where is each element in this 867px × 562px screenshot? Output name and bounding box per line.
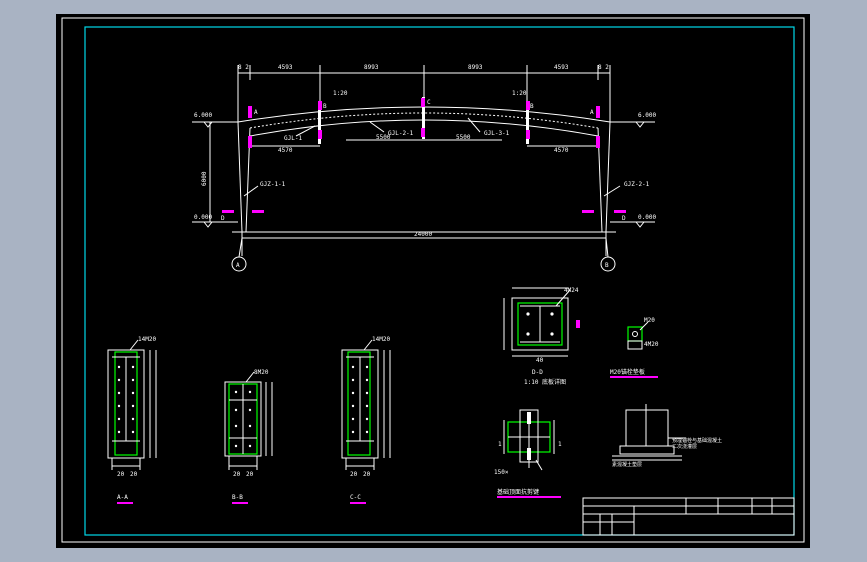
beam-label-mid: GJL-2-1 <box>388 130 414 137</box>
detail-dd-title: D-D <box>532 369 543 376</box>
grout-label: 素混凝土垫层 <box>612 461 642 468</box>
anchor-washer-note: 4M20 <box>644 341 659 348</box>
title-block <box>582 497 795 536</box>
section-cc-title: C-C <box>350 494 361 501</box>
column-label-right: GJZ-2-1 <box>624 181 650 188</box>
section-cc: C-C 14M20 20 20 <box>341 336 391 504</box>
cut-mark-a-left: A <box>254 109 258 116</box>
section-cc-dim-1: 20 <box>350 471 358 478</box>
axis-label-a: A <box>236 262 240 269</box>
anchor-washer-title: M20锚栓垫板 <box>610 368 645 376</box>
detail-dd-dim: 40 <box>536 357 544 364</box>
elevation-top-right: 6.000 <box>638 112 656 119</box>
top-dim-1: 4593 <box>278 64 293 71</box>
detail-dd-bolt: 4M24 <box>564 287 579 294</box>
elevation-base-left: 0.000 <box>194 214 212 221</box>
mid-dim-right: 5500 <box>456 134 471 141</box>
shear-key-label-a: 1 <box>498 441 502 448</box>
grout-note-1: 预埋锚栓与基础混凝土 <box>672 437 722 444</box>
shear-key-label-b: 1 <box>558 441 562 448</box>
splice-marks <box>318 97 529 144</box>
beam-label-left: GJL-1 <box>284 135 302 142</box>
section-aa: A-A 14M20 20 20 <box>107 336 157 504</box>
top-dim-2: 8993 <box>364 64 379 71</box>
axis-label-b: B <box>605 262 609 269</box>
section-bb: B-B 8M20 20 20 <box>224 369 273 504</box>
detail-grout: 预埋锚栓与基础混凝土 二次浇灌层 素混凝土垫层 <box>612 404 722 468</box>
detail-dd: D-D 1:10 底板详图 4M24 40 <box>503 287 580 386</box>
anchor-washer-spec: M20 <box>644 317 655 324</box>
cut-mark-b-right: B <box>530 103 534 110</box>
cut-mark-a-right: A <box>590 109 594 116</box>
detail-anchor-washer: M20锚栓垫板 M20 4M20 <box>610 317 659 378</box>
section-aa-bolt: 14M20 <box>138 336 156 343</box>
beam-label-right: GJL-3-1 <box>484 130 510 137</box>
cut-mark-c: C <box>427 99 431 106</box>
span-dim: 24000 <box>414 231 432 238</box>
end-dim-right: 8 2 <box>598 64 609 71</box>
section-aa-title: A-A <box>117 494 128 501</box>
elevation-top-left: 6.000 <box>194 112 212 119</box>
detail-shear-key: 基础顶面抗剪键 1 1 150× <box>494 409 562 498</box>
cut-mark-d-left: D <box>221 215 225 222</box>
top-dim-4: 4593 <box>554 64 569 71</box>
column-height-dim: 6000 <box>201 171 208 186</box>
section-aa-dim-2: 20 <box>130 471 138 478</box>
slope-label-right: 1:20 <box>512 90 527 97</box>
shear-key-title: 基础顶面抗剪键 <box>497 488 539 496</box>
detail-dd-subtitle: 1:10 底板详图 <box>524 378 566 386</box>
section-bb-title: B-B <box>232 494 243 501</box>
mid-dim-left: 5500 <box>376 134 391 141</box>
grout-note-2: 二次浇灌层 <box>672 443 697 450</box>
section-cc-bolt: 14M20 <box>372 336 390 343</box>
shear-key-note: 150× <box>494 469 509 476</box>
haunch-dim-right: 4570 <box>554 147 569 154</box>
inner-frame <box>84 26 795 536</box>
end-dim-left: 8 2 <box>238 64 249 71</box>
section-cut-marks <box>222 98 626 213</box>
section-bb-dim-1: 20 <box>233 471 241 478</box>
column-label-left: GJZ-1-1 <box>260 181 286 188</box>
section-aa-dim-1: 20 <box>117 471 125 478</box>
section-bb-dim-2: 20 <box>246 471 254 478</box>
top-dim-3: 8993 <box>468 64 483 71</box>
section-bb-bolt: 8M20 <box>254 369 269 376</box>
cut-mark-d-right: D <box>622 215 626 222</box>
cut-mark-b-left: B <box>323 103 327 110</box>
elevation-base-right: 0.000 <box>638 214 656 221</box>
haunch-dim-left: 4570 <box>278 147 293 154</box>
section-cc-dim-2: 20 <box>363 471 371 478</box>
paper <box>56 14 810 548</box>
slope-label-left: 1:20 <box>333 90 348 97</box>
outer-frame <box>61 17 805 543</box>
